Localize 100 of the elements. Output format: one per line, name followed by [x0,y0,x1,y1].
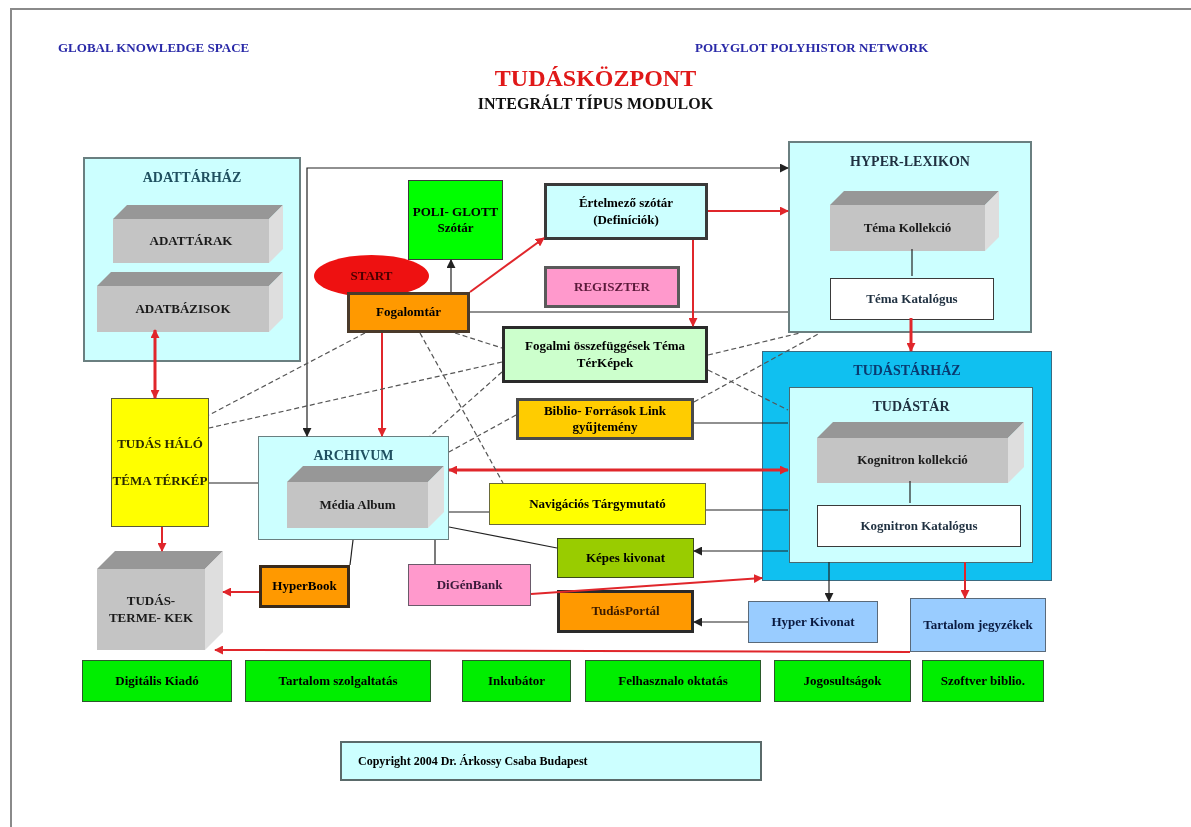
node-label: TUDÁS- TERME- KEK [107,593,195,626]
connector-line [469,311,789,313]
arrow [214,645,911,655]
arrow [150,329,160,399]
process-box [489,483,706,525]
group-container [788,141,1032,333]
group-heading: ARCHIVUM [313,447,394,465]
group-container [83,157,301,362]
group-container [258,436,449,540]
node-label: Tartalom szolgaltatás [278,672,398,690]
node-label: TÉMA TÉRKÉP [112,472,208,489]
node-label: Fogalomtár [376,304,441,321]
node-label: TUDÁS HÁLÓ [117,436,203,453]
dashed-connector [419,332,504,484]
node-label: Kognitron Katalógus [860,517,978,535]
connector-line [448,511,490,513]
node-label: Szoftver biblio. [940,672,1026,690]
arrow [693,617,749,627]
process-box [259,565,350,608]
node-label: Biblio- Források Link gyűjtemény [542,402,668,436]
node-label: Szótár [437,220,474,237]
group-container [762,351,1052,581]
group-heading: TUDÁSTÁRHÁZ [853,361,961,380]
node-label: Értelmező szótár (Definíciók) [577,195,675,228]
dashed-connector [429,371,503,437]
process-box [408,180,503,260]
group-container [789,387,1033,563]
arrow [824,561,834,602]
node-label: REGISZTER [574,278,650,296]
process-box [544,266,680,308]
process-box [817,505,1021,547]
process-box [910,598,1046,652]
connector-line [693,422,789,424]
process-box [557,590,694,633]
process-box [557,538,694,578]
node-label: TudásPortál [591,603,660,620]
process-box [830,278,994,320]
group-heading: ADATTÁRHÁZ [142,168,242,187]
node-label: ADATTÁRAK [148,232,234,250]
arrow [530,574,763,595]
node-label: Téma Katalógus [866,290,958,308]
node-label: Képes kivonat [585,549,666,567]
connector-line [208,482,259,484]
copyright-box [340,741,762,781]
process-box [748,601,878,643]
arrow [707,206,789,216]
arrow [448,465,789,475]
node-label: Kognitron kollekció [856,452,969,469]
process-box [516,398,694,440]
dashed-connector [707,332,801,356]
arrow [222,587,260,597]
arrow [960,561,970,599]
dashed-connector [454,332,503,349]
node-label: Navigációs Tárgymutató [529,495,666,513]
diagram-subtitle: INTEGRÁLT TÍPUS MODULOK [476,93,715,114]
arrow [377,332,387,437]
node-label: DiGénBank [436,576,503,594]
service-box [245,660,431,702]
process-box [111,398,209,527]
connector-line [434,539,436,565]
process-box [502,326,708,383]
node-label: Copyright 2004 Dr. Árkossy Csaba Budapest [358,753,588,770]
diagram-title: TUDÁSKÖZPONT [493,64,698,93]
connector-line [911,248,913,277]
node-label: POLI- GLOTT [412,203,499,220]
node-label: Tartalom jegyzékek [923,616,1033,634]
node-label: Digitális Kiadó [115,672,199,690]
node-label: Jogosultságok [803,672,882,690]
arrow [906,318,916,352]
node-label: Téma Kollekció [862,219,953,237]
connector-line [909,480,911,504]
process-box [347,292,470,333]
dashed-connector [208,361,503,429]
service-box [585,660,761,702]
node-label: ADATBÁZISOK [134,300,232,318]
arrow [469,237,545,293]
group-heading: HYPER-LEXIKON [850,153,970,171]
arrow [446,259,456,293]
service-box [774,660,911,702]
dashed-connector [693,332,821,403]
arrow [157,526,167,552]
arrow [693,546,789,556]
service-box [462,660,571,702]
node-label: Média Album [318,496,397,514]
node-label: Inkubátor [487,672,546,690]
service-box [922,660,1044,702]
header-text: GLOBAL KNOWLEDGE SPACE [58,39,250,57]
connector-line [705,509,789,511]
node-label: HyperBook [272,578,337,595]
arrow [688,239,698,327]
dashed-connector [448,414,517,453]
node-label: Fogalmi összefüggések Téma TérKépek [523,338,687,371]
dashed-connector [707,369,789,411]
arrow [302,163,789,437]
header-text: POLYGLOT POLYHISTOR NETWORK [695,39,929,57]
service-box [82,660,232,702]
process-box [408,564,531,606]
node-label: Hyper Kivonat [771,613,855,631]
process-box [544,183,708,240]
group-heading: TUDÁSTÁR [872,397,950,416]
